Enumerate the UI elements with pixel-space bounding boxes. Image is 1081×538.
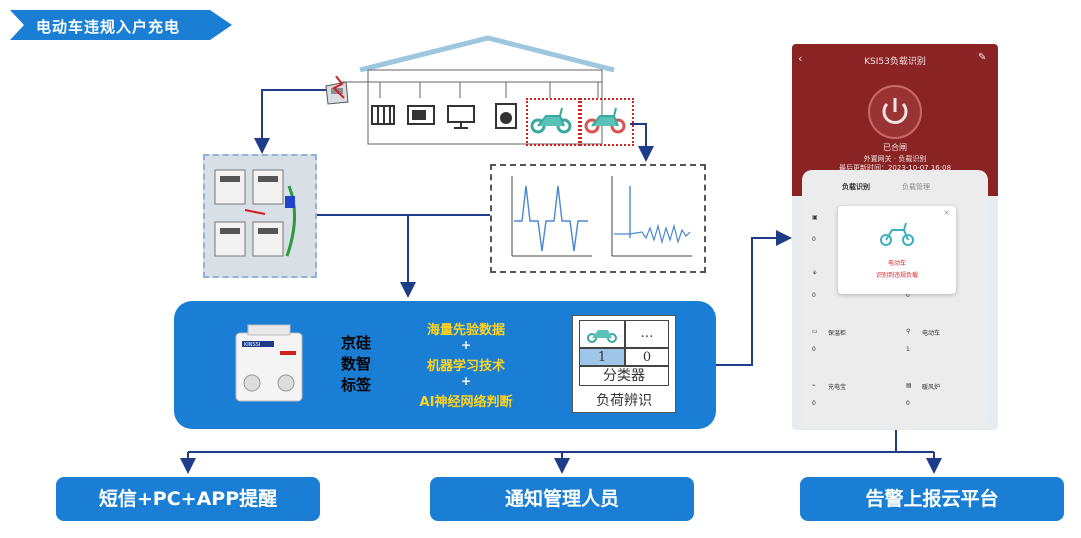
item-3-icon: ⚘ xyxy=(812,270,818,277)
notify-manager-button: 通知管理人员 xyxy=(430,477,694,521)
ebike-icon xyxy=(530,107,572,134)
tech-line-1: 海量先验数据 xyxy=(426,323,505,338)
classifier-label: 分类器 xyxy=(579,366,669,386)
device-label: 京硅数智标签 xyxy=(340,334,371,394)
close-icon[interactable]: × xyxy=(943,208,950,217)
heater-item-icon: ▤ xyxy=(906,382,912,389)
tech-line-2: 机器学习技术 xyxy=(426,359,505,374)
item-3-count: 0 xyxy=(812,292,816,299)
power-bank-icon: ⌁ xyxy=(812,382,816,389)
data-tag-device-icon: KINSSI xyxy=(235,324,303,402)
smart-meter-icon xyxy=(325,76,349,105)
phone-app-screen: ‹ KSI53负载识别 ✎ 已合闸 外置网关 · 负载识别 最后更新时间：202… xyxy=(792,44,998,430)
alert-popup: × 电动车 识别到违规负载 xyxy=(838,206,956,294)
washing-machine-icon xyxy=(495,103,517,129)
phone-title: KSI53负载识别 xyxy=(864,57,926,67)
tech-plus-1: + xyxy=(460,338,472,352)
item-1-count: 0 xyxy=(812,236,816,243)
switch-status: 已合闸 xyxy=(883,143,907,152)
load-identify-label: 负荷辨识 xyxy=(596,393,652,409)
item-8-name: 暖风炉 xyxy=(922,384,941,391)
tab-load-identify[interactable]: 负载识别 xyxy=(842,183,870,191)
classifier-box: … 1 0 分类器 负荷辨识 xyxy=(572,315,676,413)
ebike-box-1 xyxy=(526,98,580,146)
page-title: 电动车违规入户充电 xyxy=(36,18,181,36)
item-1-icon: ▣ xyxy=(812,214,818,221)
title-tag: 电动车违规入户充电 xyxy=(10,10,232,40)
ebike-charging-icon xyxy=(584,107,626,134)
tech-line-3: AI神经网络判断 xyxy=(419,395,513,410)
item-6-name: 电动车 xyxy=(922,330,941,337)
item-4-count: 0 xyxy=(906,292,910,299)
classifier-one: 1 xyxy=(579,348,625,366)
waveform-plot xyxy=(511,176,692,257)
microwave-icon xyxy=(407,105,435,125)
tab-load-manage[interactable]: 负载管理 xyxy=(902,183,930,191)
device-brand: KINSSI xyxy=(244,342,260,348)
popup-title: 电动车 xyxy=(887,260,906,267)
meter-box-icon xyxy=(214,169,297,257)
classifier-ellipsis: … xyxy=(625,320,669,348)
sub-status: 外置网关 · 负载识别 xyxy=(863,155,927,163)
item-7-count: 0 xyxy=(812,400,816,407)
item-5-count: 0 xyxy=(812,346,816,353)
back-icon[interactable]: ‹ xyxy=(798,52,803,65)
ebike-alert-icon xyxy=(880,222,914,246)
tech-plus-2: + xyxy=(460,374,472,388)
house-roof xyxy=(359,35,615,73)
warming-cabinet-icon: ▭ xyxy=(812,328,818,335)
classifier-zero: 0 xyxy=(625,348,669,366)
popup-message: 识别到违规负载 xyxy=(875,272,918,279)
report-cloud-button: 告警上报云平台 xyxy=(800,477,1064,521)
heater-icon xyxy=(371,105,395,125)
tech-panel: KINSSI 京硅数智标签 海量先验数据 + 机器学习技术 + AI神经网络判断… xyxy=(174,301,716,429)
appliance-icons xyxy=(371,103,517,129)
power-icon[interactable] xyxy=(867,84,923,140)
meter-box-photo xyxy=(203,154,317,278)
item-8-count: 0 xyxy=(906,400,910,407)
waveform-chart xyxy=(490,164,706,273)
monitor-icon xyxy=(447,105,475,129)
edit-icon[interactable]: ✎ xyxy=(978,52,987,63)
title-tag-shape xyxy=(10,10,232,40)
update-time: 最后更新时间：2023-10-07 16:08 xyxy=(838,164,952,172)
item-7-name: 充电宝 xyxy=(828,384,847,391)
ebike-box-2 xyxy=(580,98,634,146)
classifier-ebike-cell xyxy=(579,320,625,348)
notify-button: 短信+PC+APP提醒 xyxy=(56,477,320,521)
item-6-count: 1 xyxy=(906,346,910,353)
ebike-item-icon: ⚲ xyxy=(906,328,911,335)
ebike-small-icon xyxy=(587,330,617,343)
item-5-name: 保温柜 xyxy=(828,330,847,337)
